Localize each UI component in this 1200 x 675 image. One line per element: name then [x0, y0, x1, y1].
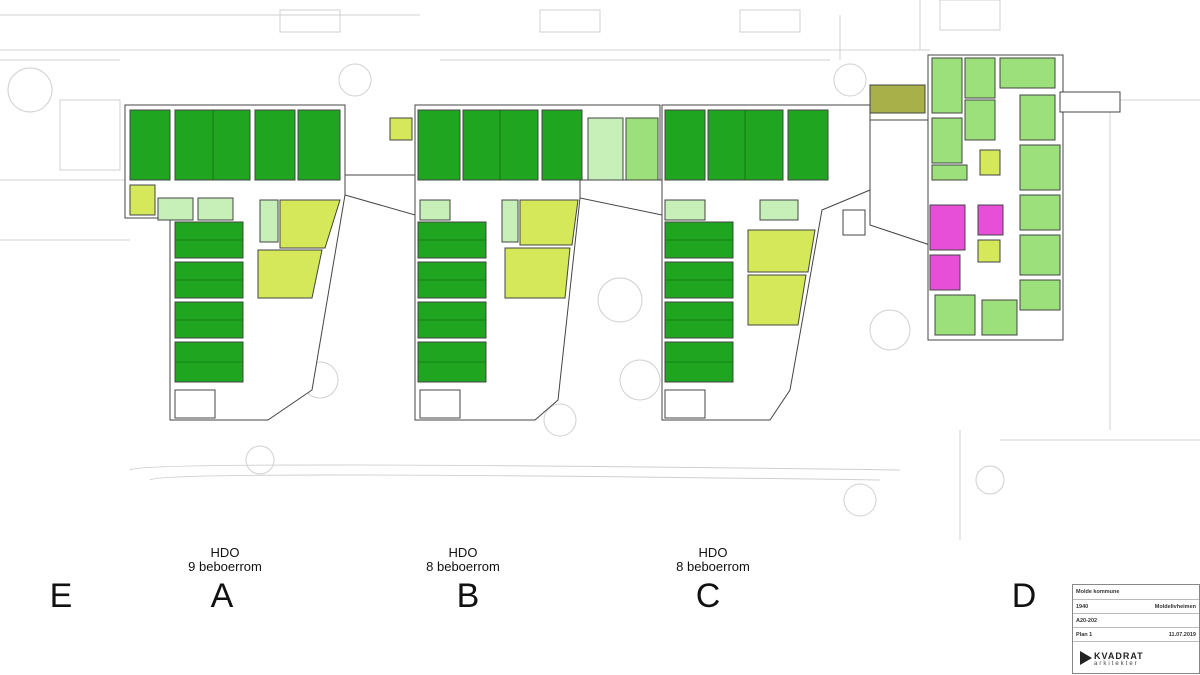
- unit-c-rooms: 8 beboerrom: [676, 559, 750, 574]
- unit-b-rooms: 8 beboerrom: [426, 559, 500, 574]
- link-corridor-ab: [344, 117, 416, 216]
- wing-a-block: [124, 104, 346, 421]
- unit-c-type: HDO: [698, 545, 728, 560]
- tb-drawing-no: A20-202: [1076, 618, 1098, 624]
- link-corridor-cd: [842, 84, 931, 246]
- wing-d-letter: D: [1011, 577, 1037, 615]
- wing-e-letter: E: [49, 577, 73, 615]
- site-context: [0, 0, 1200, 540]
- floor-plan-drawing: [0, 0, 1200, 540]
- kvadrat-logo-icon: [1080, 651, 1092, 665]
- wing-b-letter: B: [456, 577, 480, 615]
- wing-a-letter: A: [210, 577, 234, 615]
- unit-c-label: HDO 8 beboerrom: [643, 546, 783, 574]
- unit-b-type: HDO: [448, 545, 478, 560]
- tb-project: Moldelivheimen: [1154, 604, 1196, 610]
- wing-c-block: [661, 104, 871, 421]
- title-block: Molde kommune 1940 Moldelivheimen A20-20…: [1072, 584, 1200, 674]
- tb-project-no: 1940: [1076, 604, 1089, 610]
- unit-a-rooms: 9 beboerrom: [188, 559, 262, 574]
- logo-name: KVADRAT: [1094, 651, 1144, 661]
- logo-sub: arkitekter: [1094, 661, 1139, 667]
- unit-a-type: HDO: [210, 545, 240, 560]
- link-corridor-bc: [579, 179, 663, 216]
- unit-b-label: HDO 8 beboerrom: [393, 546, 533, 574]
- unit-a-label: HDO 9 beboerrom: [155, 546, 295, 574]
- tb-date: 11.07.2019: [1168, 632, 1196, 638]
- tb-client: Molde kommune: [1076, 589, 1120, 595]
- wing-b-block: [414, 104, 661, 421]
- room-partitions: [175, 110, 746, 363]
- tb-drawing: Plan 1: [1076, 632, 1093, 638]
- wing-c-letter: C: [695, 577, 721, 615]
- wing-d-block: [927, 54, 1121, 341]
